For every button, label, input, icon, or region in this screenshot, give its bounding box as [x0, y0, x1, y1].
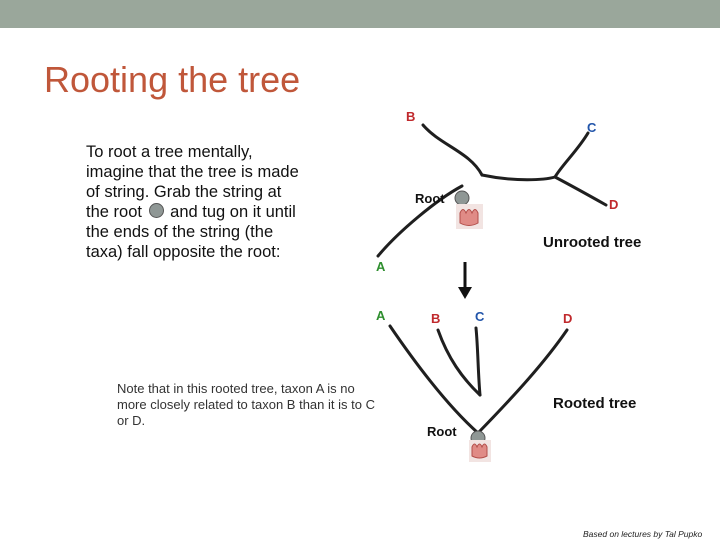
rooted-root-label: Root: [427, 424, 457, 439]
rooted-hand-icon: [469, 440, 491, 462]
unrooted-taxon-c: C: [587, 120, 597, 135]
rooted-taxon-b: B: [431, 311, 440, 326]
rooted-taxon-a: A: [376, 308, 386, 323]
unrooted-taxon-a: A: [376, 259, 386, 274]
slide-title: Rooting the tree: [44, 59, 301, 100]
unrooted-root-label: Root: [415, 191, 445, 206]
rooted-tree-caption: Rooted tree: [553, 395, 636, 412]
rooted-taxon-c: C: [475, 309, 485, 324]
unrooted-tree: [376, 123, 608, 258]
rooted-tree: [388, 324, 569, 435]
instruction-paragraph: To root a tree mentally, imagine that th…: [86, 142, 301, 262]
unrooted-tree-caption: Unrooted tree: [543, 234, 641, 251]
rooted-branch-a: [388, 324, 480, 435]
rooted-branch-d: [476, 328, 569, 435]
rooted-taxon-d: D: [563, 311, 572, 326]
unrooted-root-dot: [454, 190, 470, 206]
unrooted-taxon-b: B: [406, 109, 415, 124]
unrooted-branch-b: [421, 123, 484, 177]
unrooted-taxon-d: D: [609, 197, 618, 212]
paragraph-text-before: To root a tree mentally, imagine that th…: [86, 143, 299, 221]
transform-arrow: [458, 262, 472, 299]
unrooted-branch-internal: [480, 173, 557, 182]
note-text: Note that in this rooted tree, taxon A i…: [117, 381, 375, 428]
unrooted-branch-c: [553, 131, 590, 179]
unrooted-hand-icon: [456, 204, 483, 229]
paragraph-text-after: and tug on it until the ends of the stri…: [86, 203, 296, 261]
credit-text: Based on lectures by Tal Pupko: [583, 529, 703, 539]
unrooted-branch-a: [376, 184, 464, 258]
rooted-branch-b: [436, 328, 482, 397]
top-bar: [0, 0, 720, 28]
rooted-branch-c: [474, 326, 482, 397]
root-dot-icon: [148, 203, 164, 218]
unrooted-branch-d: [553, 175, 608, 207]
